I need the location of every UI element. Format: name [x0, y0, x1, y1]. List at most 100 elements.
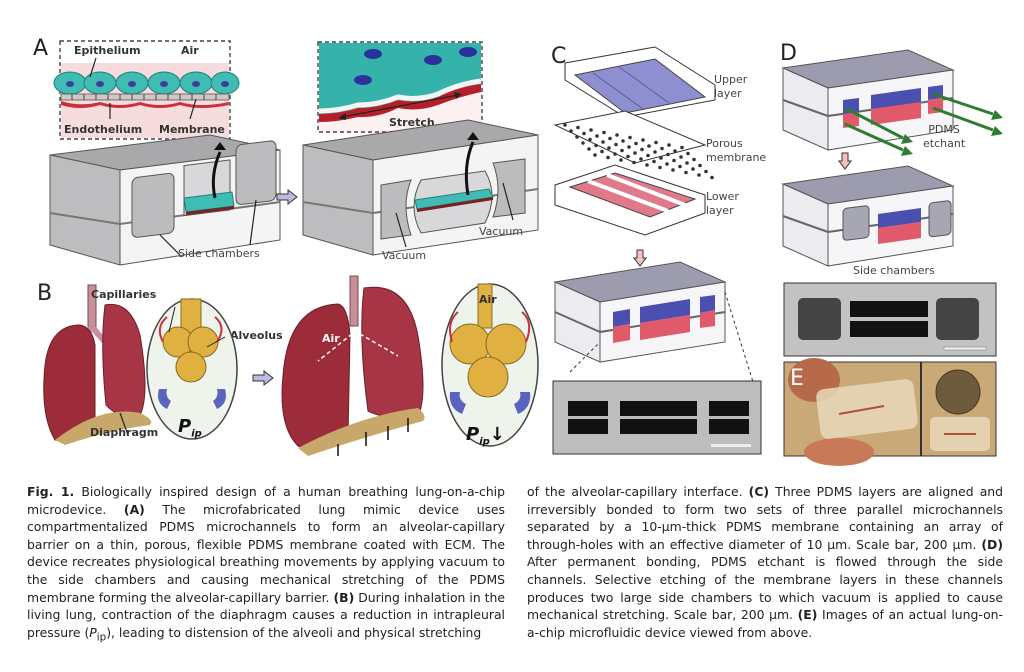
label-upper-layer-line1: Upper — [714, 73, 748, 86]
alveolus-rest-ellipse — [146, 298, 238, 440]
pore — [608, 136, 612, 141]
panel-ref: (D) — [981, 536, 1003, 552]
bonded-device-c — [553, 261, 754, 383]
italic-symbol: P — [89, 624, 97, 640]
caption-left-column: Fig. 1. Biologically inspired design of … — [27, 483, 505, 647]
pore — [563, 123, 567, 127]
pore — [665, 162, 669, 166]
transition-arrow-a — [276, 188, 298, 206]
label-pdms-etchant-line1: PDMS — [928, 123, 960, 136]
pore — [606, 155, 610, 160]
pore — [697, 173, 701, 177]
pore — [628, 135, 632, 140]
pore — [652, 159, 656, 164]
pore — [633, 151, 637, 155]
pressure-down-arrow-icon: ↓ — [489, 424, 505, 445]
pressure-symbol-inhale: P — [466, 424, 480, 445]
pore — [678, 164, 682, 169]
panel-label-d: D — [780, 41, 797, 66]
pressure-label-rest: Pip — [178, 416, 202, 440]
inset-stretch — [317, 41, 483, 133]
scale-bar-c — [711, 444, 751, 447]
figure-1: A Epithelium Air Endothelium Membr — [33, 36, 1003, 466]
pore — [684, 170, 688, 175]
pore — [645, 163, 649, 167]
pore — [582, 131, 586, 136]
pore — [587, 147, 591, 151]
pore — [658, 165, 662, 170]
etch-device-d — [781, 49, 1003, 156]
pore — [646, 153, 650, 158]
pressure-label-inhale: Pip↓ — [466, 424, 505, 448]
transition-arrow-b — [252, 369, 274, 387]
photo-e — [783, 358, 997, 466]
pore — [692, 157, 696, 162]
exploded-layers — [553, 46, 716, 236]
upper-layer — [564, 46, 716, 118]
diaphragm-arrows — [337, 418, 409, 456]
pore — [698, 163, 702, 168]
label-membrane: Membrane — [159, 123, 225, 136]
caption-segment: After permanent bonding, PDMS etchant is… — [527, 554, 1003, 623]
pore — [615, 133, 619, 137]
pore — [640, 147, 644, 152]
label-epithelium: Epithelium — [74, 44, 141, 57]
pore — [607, 146, 611, 150]
pore — [647, 144, 651, 148]
etched-device-d — [781, 165, 955, 267]
pore — [673, 149, 677, 153]
panel-label-e: E — [790, 366, 804, 391]
inset-cell-layer — [53, 40, 240, 140]
panel-ref: (E) — [797, 607, 818, 623]
caption-segment: The microfabricated lung mimic device us… — [27, 501, 505, 605]
caption-segment: Images of an actual lung-on-a-chip micro… — [527, 607, 1003, 640]
pore — [581, 141, 585, 145]
label-alveolus: Alveolus — [230, 329, 283, 342]
label-air: Air — [181, 44, 199, 57]
label-lower-layer-line1: Lower — [706, 190, 739, 203]
pore — [588, 137, 592, 142]
pore — [593, 153, 597, 157]
pore — [641, 138, 645, 142]
pore — [595, 134, 599, 138]
pore — [632, 160, 636, 165]
label-air-alveolus: Air — [479, 293, 497, 306]
label-vacuum-left: Vacuum — [382, 249, 427, 262]
caption-segment: ), leading to distension of the alveoli … — [106, 624, 482, 640]
endothelium-layer — [61, 101, 229, 108]
pore — [576, 125, 580, 130]
label-pdms-etchant-line2: etchant — [923, 137, 966, 150]
pore — [667, 143, 671, 147]
pore — [621, 139, 625, 143]
pore — [594, 143, 598, 148]
pore — [613, 152, 617, 156]
label-stretch: Stretch — [389, 116, 435, 129]
pore — [627, 145, 631, 149]
pore — [691, 167, 695, 171]
caption-segment: Three PDMS layers are aligned and irreve… — [527, 484, 1004, 552]
lung-rest — [43, 284, 152, 445]
device-rest — [49, 134, 281, 266]
pore — [666, 152, 670, 157]
pore — [704, 169, 708, 174]
pore — [653, 150, 657, 154]
pore — [634, 141, 638, 146]
lower-layer — [554, 164, 706, 236]
pore — [602, 130, 606, 135]
pressure-subscript-inhale: ip — [479, 436, 490, 448]
subscript: ip — [96, 631, 107, 644]
pore — [620, 148, 624, 153]
pore — [614, 142, 618, 147]
label-air-lung: Air — [322, 332, 340, 345]
pore — [680, 145, 684, 150]
pore — [679, 155, 683, 159]
pore — [626, 154, 630, 159]
label-endothelium: Endothelium — [64, 123, 143, 136]
down-arrow-d — [838, 152, 852, 170]
caption-segment: Biologically inspired design of a human … — [27, 484, 505, 517]
pore — [671, 168, 675, 172]
panel-label-b: B — [37, 281, 53, 306]
